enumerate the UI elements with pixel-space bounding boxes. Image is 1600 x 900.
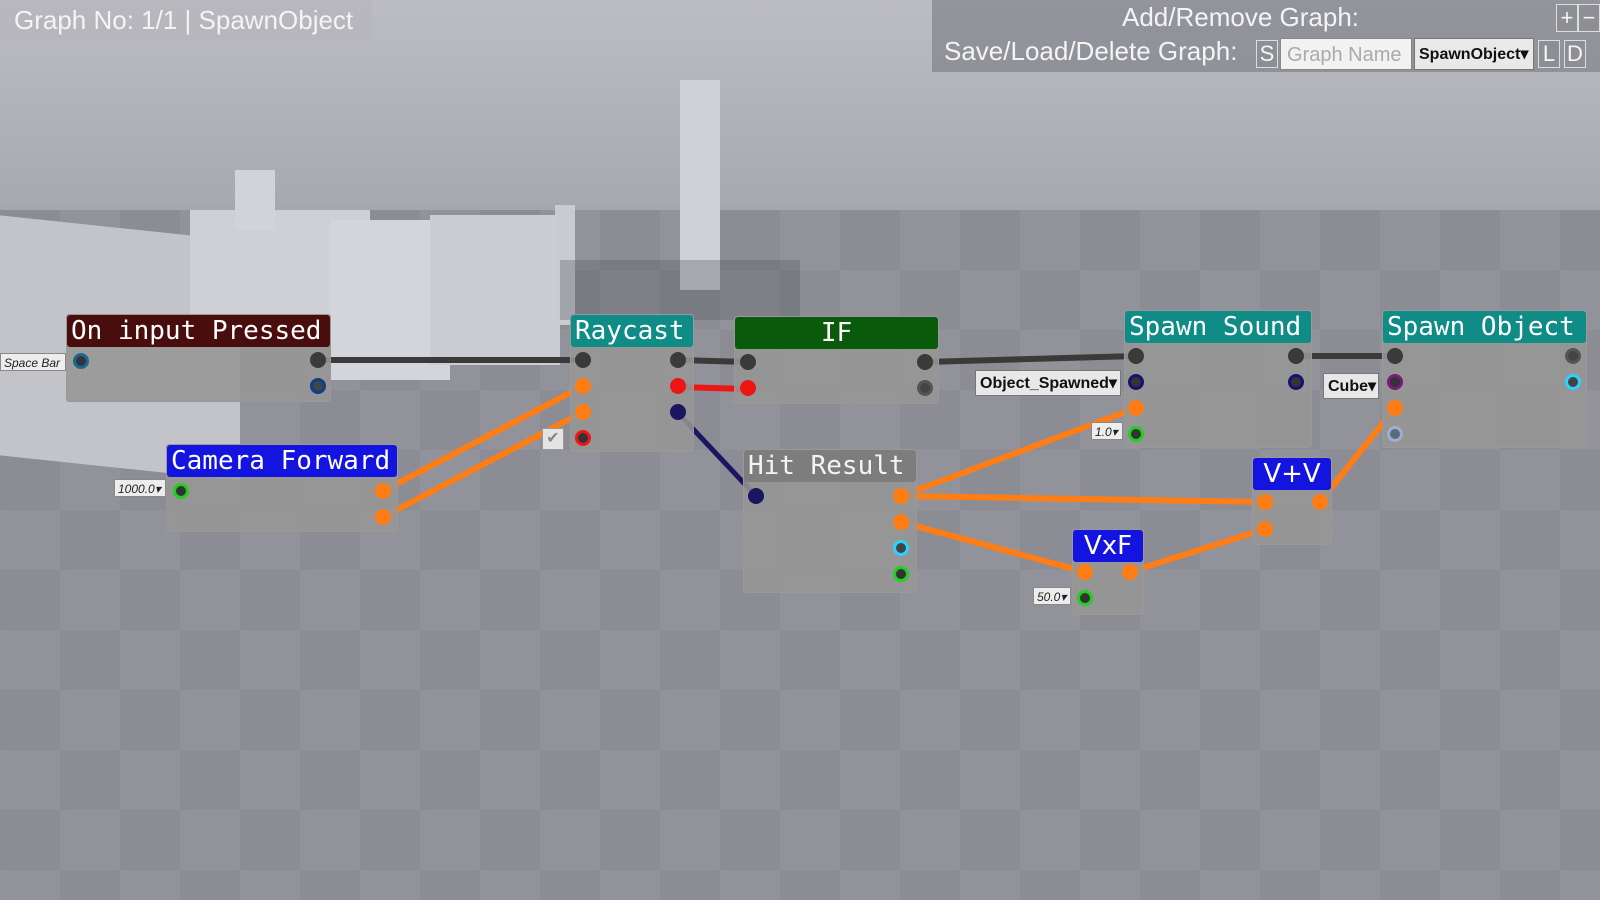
node-spawn-object[interactable]: Spawn Object [1382,310,1587,448]
add-graph-button[interactable]: + [1556,4,1578,32]
add-remove-label: Add/Remove Graph: [1122,2,1360,32]
sound-dropdown[interactable]: Object_Spawned▾ [975,370,1121,396]
object-exec-in-pin[interactable] [1387,348,1403,364]
node-title[interactable]: Spawn Object [1383,311,1586,343]
camera-distance-pin[interactable] [173,483,189,499]
scene-pillar [555,205,575,325]
raycast-debug-checkbox[interactable]: ✔ [542,428,564,450]
if-exec-in-pin[interactable] [740,354,756,370]
vplusv-a-in-pin[interactable] [1257,494,1273,510]
raycast-exec-in-pin[interactable] [575,352,591,368]
graph-title-label: Graph No: 1/1 | SpawnObject [0,0,372,40]
raycast-direction-pin[interactable] [575,404,591,420]
vxf-vector-in-pin[interactable] [1077,564,1093,580]
node-title[interactable]: V+V [1253,458,1331,490]
raycast-hit-result-pin[interactable] [670,404,686,420]
save-load-label: Save/Load/Delete Graph: [944,36,1238,66]
node-title[interactable]: Hit Result [744,450,916,482]
graph-name-input[interactable]: Graph Name [1280,38,1412,70]
raycast-hit-bool-pin[interactable] [670,378,686,394]
exec-out-pin[interactable] [310,352,326,368]
node-title[interactable]: On input Pressed [67,315,330,347]
node-title[interactable]: Spawn Sound [1125,311,1311,343]
graph-management-panel: Add/Remove Graph: Save/Load/Delete Graph… [932,0,1600,72]
key-input-field[interactable]: Space Bar [0,353,66,371]
node-hit-result[interactable]: Hit Result [743,449,917,593]
vplusv-b-in-pin[interactable] [1257,521,1273,537]
vplusv-out-pin[interactable] [1312,494,1328,510]
raycast-origin-pin[interactable] [575,378,591,394]
object-exec-out-pin[interactable] [1565,348,1581,364]
scene-column [235,170,275,230]
hit-distance-out-pin[interactable] [893,566,909,582]
graph-select-dropdown[interactable]: SpawnObject▾ [1414,38,1534,70]
if-false-out-pin[interactable] [917,380,933,396]
object-position-pin[interactable] [1387,400,1403,416]
sound-clip-pin[interactable] [1128,374,1144,390]
scene-tower [680,80,720,290]
hit-result-in-pin[interactable] [748,488,764,504]
sound-exec-out-pin[interactable] [1288,348,1304,364]
factor-field[interactable]: 50.0▾ [1033,587,1071,605]
vxf-out-pin[interactable] [1122,564,1138,580]
node-title[interactable]: IF [735,317,938,349]
object-type-pin[interactable] [1387,374,1403,390]
node-title[interactable]: VxF [1073,530,1143,562]
hit-point-out-pin[interactable] [893,488,909,504]
sound-position-pin[interactable] [1128,400,1144,416]
sound-exec-in-pin[interactable] [1128,348,1144,364]
distance-field[interactable]: 1000.0▾ [114,479,166,497]
raycast-bool-in-pin[interactable] [575,430,591,446]
volume-field[interactable]: 1.0▾ [1091,422,1123,440]
node-on-input-pressed[interactable]: On input Pressed [66,314,331,402]
load-graph-button[interactable]: L [1538,40,1560,68]
camera-position-out-pin[interactable] [375,483,391,499]
node-title[interactable]: Raycast [571,315,693,347]
key-input-pin[interactable] [73,353,89,369]
scene-shadow [560,260,800,320]
if-condition-pin[interactable] [740,380,756,396]
node-title[interactable]: Camera Forward [167,445,397,477]
node-spawn-sound[interactable]: Spawn Sound [1124,310,1312,448]
hit-normal-out-pin[interactable] [893,514,909,530]
remove-graph-button[interactable]: − [1578,4,1600,32]
scene-block-c [430,215,560,365]
sound-out-pin[interactable] [1288,374,1304,390]
hit-object-out-pin[interactable] [893,540,909,556]
node-camera-forward[interactable]: Camera Forward [166,444,398,532]
delete-graph-button[interactable]: D [1564,40,1586,68]
sound-volume-pin[interactable] [1128,426,1144,442]
object-out-pin[interactable] [1565,374,1581,390]
object-rotation-pin[interactable] [1387,426,1403,442]
if-true-out-pin[interactable] [917,354,933,370]
key-out-pin[interactable] [310,378,326,394]
camera-forward-out-pin[interactable] [375,509,391,525]
node-if[interactable]: IF [734,316,939,404]
raycast-exec-out-pin[interactable] [670,352,686,368]
object-dropdown[interactable]: Cube▾ [1323,373,1379,399]
save-graph-button[interactable]: S [1256,40,1278,68]
vxf-factor-in-pin[interactable] [1077,590,1093,606]
